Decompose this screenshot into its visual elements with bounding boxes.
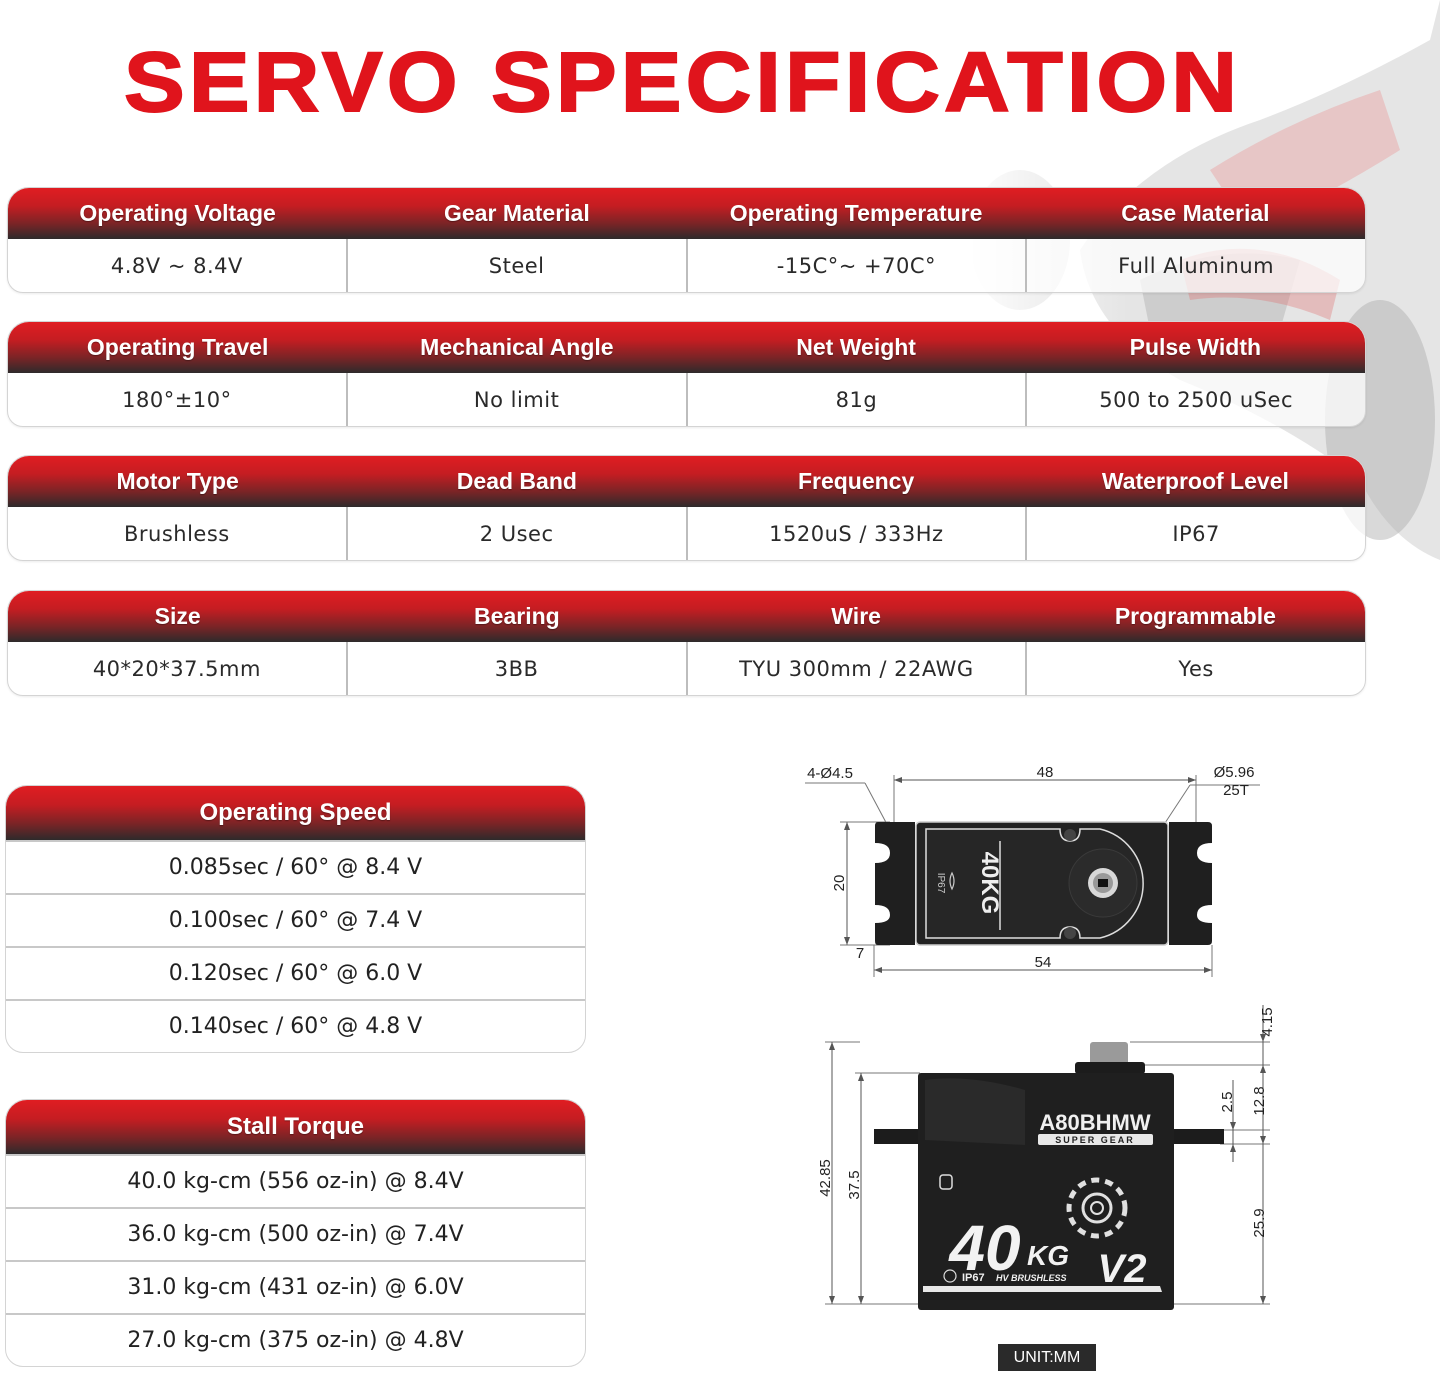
- dim-42-85: 42.85: [817, 1159, 834, 1197]
- torque-unit-label: KG: [1027, 1240, 1069, 1271]
- value-operating-voltage: 4.8V ~ 8.4V: [8, 239, 348, 292]
- stall-torque-table: Stall Torque 40.0 kg-cm (556 oz-in) @ 8.…: [5, 1099, 586, 1367]
- value-net-weight: 81g: [688, 373, 1028, 426]
- value-operating-temperature: -15C°~ +70C°: [688, 239, 1028, 292]
- spec-table-header-row: Operating Voltage Gear Material Operatin…: [8, 188, 1365, 239]
- spec-table-2: Operating Travel Mechanical Angle Net We…: [7, 321, 1366, 427]
- model-sub-label: SUPER GEAR: [1055, 1135, 1135, 1145]
- header-waterproof-level: Waterproof Level: [1101, 468, 1289, 494]
- case-label-40kg: 40KG: [976, 852, 1003, 915]
- operating-speed-row: 0.100sec / 60° @ 7.4 V: [6, 893, 585, 946]
- header-mechanical-angle: Mechanical Angle: [420, 334, 614, 360]
- value-gear-material: Steel: [348, 239, 688, 292]
- dim-spline-diameter: Ø5.96: [1214, 764, 1255, 781]
- spec-table-value-row: 4.8V ~ 8.4V Steel -15C°~ +70C° Full Alum…: [8, 239, 1365, 292]
- servo-side-body: A80BHMW SUPER GEAR 40 KG V2 IP67 HV BRUS…: [874, 1042, 1224, 1310]
- dim-37-5: 37.5: [846, 1170, 863, 1199]
- header-operating-travel: Operating Travel: [86, 334, 269, 360]
- dim-4-15: 4.15: [1259, 1007, 1276, 1036]
- value-waterproof-level: IP67: [1172, 521, 1220, 546]
- dim-spline-teeth: 25T: [1223, 782, 1249, 799]
- value-pulse-width: 500 to 2500 uSec: [1099, 387, 1293, 412]
- stall-torque-title: Stall Torque: [6, 1100, 585, 1154]
- spec-table-3: Motor Type Dead Band Frequency Waterproo…: [7, 455, 1366, 561]
- servo-top-body: 40KG IP67: [875, 821, 1212, 946]
- dim-hole-diameter: 4-Ø4.5: [807, 765, 853, 782]
- spec-table-value-row: 40*20*37.5mm 3BB TYU 300mm / 22AWG Yes: [8, 642, 1365, 695]
- value-operating-travel: 180°±10°: [8, 373, 348, 426]
- motor-label: HV BRUSHLESS: [996, 1273, 1067, 1283]
- header-pulse-width: Pulse Width: [1129, 334, 1262, 360]
- operating-speed-title: Operating Speed: [6, 786, 585, 840]
- spec-table-header-row: Operating Travel Mechanical Angle Net We…: [8, 322, 1365, 373]
- spec-table-header-row: Size Bearing Wire Programmable: [8, 591, 1365, 642]
- header-wire: Wire: [831, 603, 881, 629]
- header-operating-voltage: Operating Voltage: [79, 200, 276, 226]
- header-bearing: Bearing: [474, 603, 560, 629]
- servo-top-view-drawing: 48 4-Ø4.5 Ø5.96 25T 20 7 54 40KG IP67: [805, 764, 1260, 977]
- dim-54: 54: [1035, 954, 1052, 971]
- value-motor-type: Brushless: [8, 507, 348, 560]
- stall-torque-row: 31.0 kg-cm (431 oz-in) @ 6.0V: [6, 1260, 585, 1313]
- water-drop-icon: [943, 1269, 957, 1283]
- stall-torque-row: 27.0 kg-cm (375 oz-in) @ 4.8V: [6, 1313, 585, 1366]
- value-dead-band: 2 Usec: [348, 507, 688, 560]
- value-size: 40*20*37.5mm: [8, 642, 348, 695]
- stall-torque-row: 40.0 kg-cm (556 oz-in) @ 8.4V: [6, 1154, 585, 1207]
- header-case-material: Case Material: [1121, 200, 1270, 226]
- header-operating-temperature: Operating Temperature: [729, 200, 983, 226]
- stall-torque-row: 36.0 kg-cm (500 oz-in) @ 7.4V: [6, 1207, 585, 1260]
- unit-label: UNIT:MM: [998, 1344, 1096, 1371]
- spec-table-value-row: 180°±10° No limit 81g 500 to 2500 uSec: [8, 373, 1365, 426]
- torque-big-label: 40: [947, 1212, 1020, 1284]
- dim-48: 48: [1037, 764, 1054, 781]
- value-frequency: 1520uS / 333Hz: [688, 507, 1028, 560]
- header-frequency: Frequency: [797, 468, 915, 494]
- value-case-material: Full Aluminum: [1118, 253, 1275, 278]
- operating-speed-table: Operating Speed 0.085sec / 60° @ 8.4 V 0…: [5, 785, 586, 1053]
- dim-7: 7: [856, 945, 864, 962]
- operating-speed-row: 0.085sec / 60° @ 8.4 V: [6, 840, 585, 893]
- value-wire: TYU 300mm / 22AWG: [688, 642, 1028, 695]
- dim-12-8: 12.8: [1251, 1086, 1268, 1115]
- value-programmable: Yes: [1178, 656, 1214, 681]
- spec-table-4: Size Bearing Wire Programmable 40*20*37.…: [7, 590, 1366, 696]
- water-drop-icon: [949, 871, 955, 891]
- header-gear-material: Gear Material: [444, 200, 590, 226]
- value-mechanical-angle: No limit: [348, 373, 688, 426]
- header-net-weight: Net Weight: [796, 334, 916, 360]
- spec-table-header-row: Motor Type Dead Band Frequency Waterproo…: [8, 456, 1365, 507]
- operating-speed-row: 0.120sec / 60° @ 6.0 V: [6, 946, 585, 999]
- dim-20: 20: [831, 875, 848, 892]
- spec-table-value-row: Brushless 2 Usec 1520uS / 333Hz IP67: [8, 507, 1365, 560]
- lock-icon: [939, 1174, 953, 1190]
- dim-2-5: 2.5: [1219, 1092, 1236, 1113]
- ip-label: IP67: [962, 1272, 985, 1284]
- dim-25-9: 25.9: [1251, 1208, 1268, 1237]
- header-programmable: Programmable: [1114, 603, 1276, 629]
- servo-side-view-drawing: 42.85 37.5 4.15 12.8 25.9 2.5 A80BHMW SU…: [817, 1005, 1276, 1310]
- page-title: SERVO SPECIFICATION: [123, 34, 1242, 130]
- version-label: V2: [1098, 1247, 1147, 1291]
- gear-icon: [1066, 1177, 1128, 1239]
- model-label: A80BHMW: [1039, 1110, 1150, 1135]
- operating-speed-row: 0.140sec / 60° @ 4.8 V: [6, 999, 585, 1052]
- header-size: Size: [154, 603, 201, 629]
- spec-table-1: Operating Voltage Gear Material Operatin…: [7, 187, 1366, 293]
- header-motor-type: Motor Type: [116, 468, 239, 494]
- value-bearing: 3BB: [348, 642, 688, 695]
- case-label-ip67: IP67: [935, 873, 946, 894]
- header-dead-band: Dead Band: [456, 468, 577, 494]
